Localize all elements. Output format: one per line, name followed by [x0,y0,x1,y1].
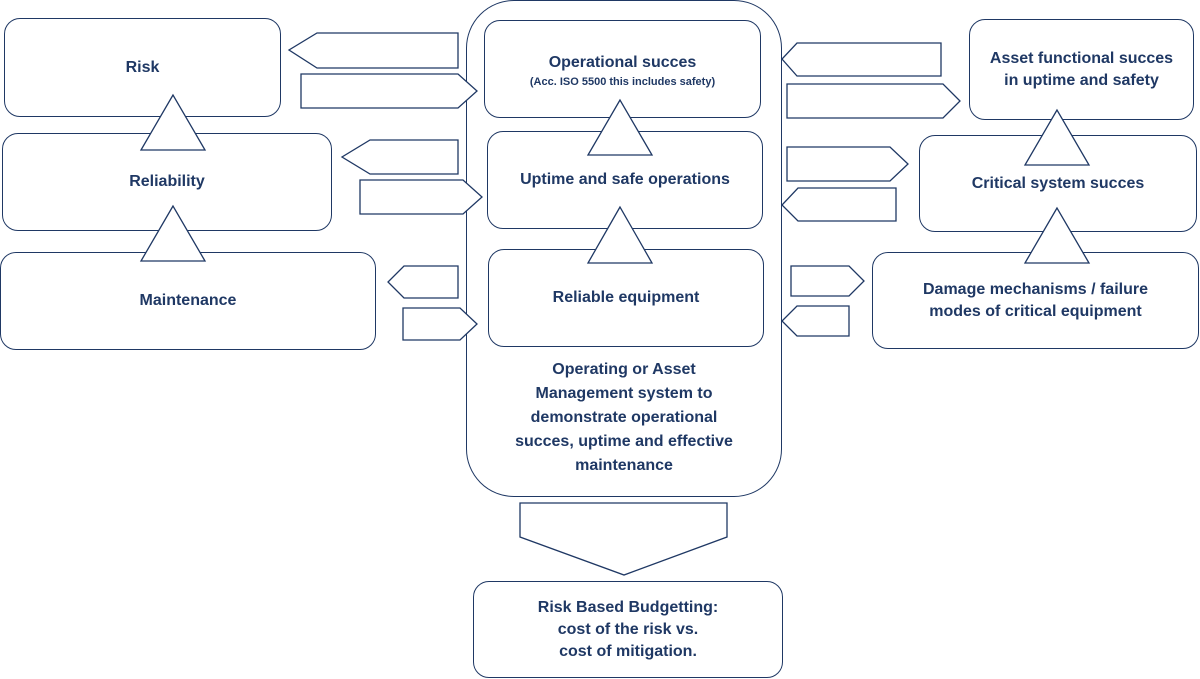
maintenance-box: Maintenance [0,252,376,350]
uptime-box: Uptime and safe operations [487,131,763,229]
arrow-down-icon [519,502,728,576]
risk-based-budgeting-label: Risk Based Budgetting: cost of the risk … [537,598,719,660]
risk-label: Risk [125,58,160,76]
system-description: Operating or Asset Management system to … [515,361,733,474]
arrow-right-icon [359,179,483,215]
reliable-equipment-box: Reliable equipment [488,249,764,347]
operational-success-label: Operational succes [548,54,697,71]
operational-success-note: (Acc. ISO 5500 this includes safety) [529,76,716,88]
damage-mechanisms-box: Damage mechanisms / failure modes of cri… [872,252,1199,349]
uptime-label: Uptime and safe operations [520,171,730,188]
critical-system-success-label: Critical system succes [971,174,1145,192]
risk-based-budgeting-box: Risk Based Budgetting: cost of the risk … [473,581,783,678]
asset-functional-success-label: Asset functional succes in uptime and sa… [989,49,1174,89]
maintenance-label: Maintenance [139,292,237,309]
risk-box: Risk [4,18,281,117]
damage-mechanisms-label: Damage mechanisms / failure modes of cri… [923,280,1148,320]
asset-functional-success-box: Asset functional succes in uptime and sa… [969,19,1194,120]
arrow-left-icon [387,265,459,299]
arrow-left-icon [287,32,459,69]
arrow-right-icon [790,265,865,297]
arrow-right-icon [786,146,909,182]
arrow-right-icon [300,73,478,109]
arrow-left-icon [781,42,942,77]
critical-system-success-box: Critical system succes [919,135,1197,232]
reliability-label: Reliability [129,173,205,190]
arrow-left-icon [340,139,459,175]
arrow-left-icon [781,187,897,222]
reliability-box: Reliability [2,133,332,231]
arrow-right-icon [786,83,961,119]
reliable-equipment-label: Reliable equipment [552,289,700,306]
operational-success-box: Operational succes (Acc. ISO 5500 this i… [484,20,761,118]
arrow-left-icon [781,305,850,337]
